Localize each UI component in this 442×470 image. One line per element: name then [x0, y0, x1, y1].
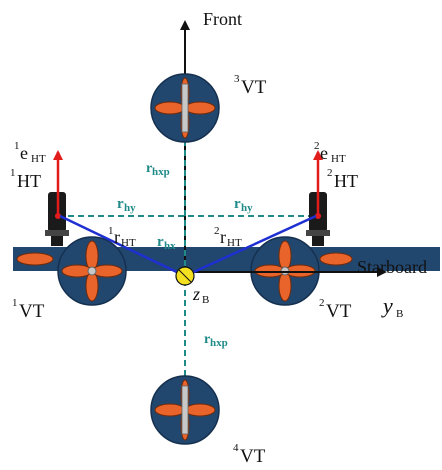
yb-sub: B: [396, 308, 403, 320]
right-fin: [319, 252, 353, 266]
ht1-sup: 1: [10, 167, 16, 179]
r1-sup: 1: [108, 225, 114, 237]
r2-sub: HT: [227, 237, 242, 249]
ht2-sup: 2: [327, 167, 333, 179]
ht1-label: HT: [17, 171, 41, 191]
starboard-label: Starboard: [357, 257, 427, 277]
rhxp-top-main: r: [146, 161, 152, 176]
rhy-left-sub: hy: [124, 202, 136, 214]
e1-sub: HT: [31, 153, 46, 165]
yb-main: y: [381, 293, 393, 318]
rhx-main: r: [157, 234, 164, 250]
vt3-propeller: [150, 73, 220, 143]
vt3-sup: 3: [234, 73, 240, 85]
r1-ht-vector: [59, 214, 186, 278]
vt2-label: VT: [326, 301, 352, 322]
rhx-sub: hx: [164, 240, 176, 252]
vt4-label: VT: [240, 446, 266, 467]
zb-main: z: [192, 284, 200, 304]
vt2-sup: 2: [319, 297, 325, 309]
rhy-right-main: r: [234, 196, 241, 212]
e2-sup: 2: [314, 140, 320, 152]
ht2-point: [315, 213, 321, 219]
vt1-label: VT: [19, 301, 45, 322]
left-fin: [16, 252, 54, 266]
center-marker-cross: [178, 269, 192, 283]
r1-sub: HT: [121, 237, 136, 249]
e2-main: e: [320, 143, 328, 163]
r2-main: r: [220, 227, 226, 247]
rhxp-top-sub: hxp: [152, 166, 170, 178]
rhy-left-main: r: [117, 196, 124, 212]
r1-main: r: [114, 227, 120, 247]
e1-sup: 1: [14, 140, 20, 152]
rhy-right-sub: hy: [241, 202, 253, 214]
front-label: Front: [203, 9, 242, 29]
r2-ht-vector: [184, 214, 317, 278]
ht1-point: [55, 213, 61, 219]
e1-main: e: [20, 143, 28, 163]
e2-sub: HT: [331, 153, 346, 165]
vt1-propeller: [57, 236, 127, 306]
r2-sup: 2: [214, 225, 220, 237]
ht2-label: HT: [334, 171, 358, 191]
vt4-sup: 4: [233, 442, 239, 454]
zb-sub: B: [202, 294, 209, 306]
vt3-label: VT: [241, 77, 267, 98]
vt4-propeller: [150, 375, 220, 445]
rhxp-bottom-main: r: [204, 332, 210, 347]
rhxp-bottom-sub: hxp: [210, 337, 228, 349]
vt1-sup: 1: [12, 297, 18, 309]
